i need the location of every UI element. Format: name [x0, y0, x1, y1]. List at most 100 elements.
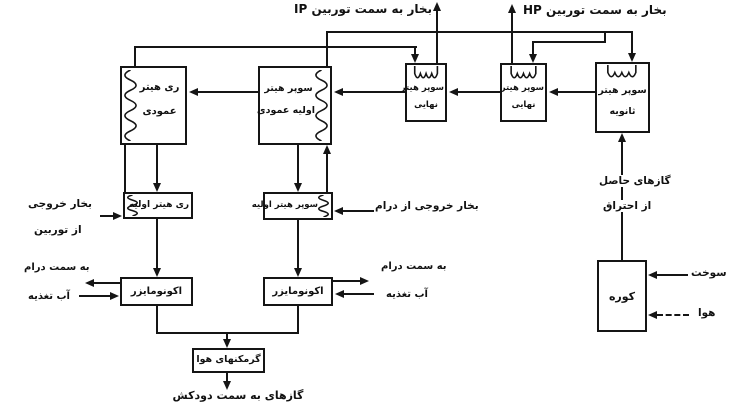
box-air-heaters: گرمکنهای هوا: [192, 348, 265, 373]
gas-flow-line: [458, 91, 500, 93]
box-label: سوپر هیتر اولیه: [251, 200, 318, 210]
arrowhead-up: [433, 2, 441, 11]
gas-flow-line: [156, 306, 158, 334]
outlet-line: [94, 282, 120, 284]
box-final-superheater-1: سوپر هیتر نهایی: [400, 63, 447, 122]
outlet-line: [333, 280, 361, 282]
inlet-line: [100, 215, 114, 217]
arrowhead-right: [110, 292, 119, 300]
box-primary-vertical-superheater: سوپر هیتر اولیه عمودی: [256, 66, 332, 145]
gas-flow-line: [198, 91, 258, 93]
gas-flow-line: [156, 145, 158, 184]
box-primary-reheater: ری هیتر اولیه: [123, 192, 193, 219]
fuel-line: [657, 274, 688, 276]
arrowhead-down: [294, 183, 302, 192]
arrowhead-left: [189, 88, 198, 96]
steam-to-ip-turbine-label: بخار به سمت توربین IP: [294, 2, 433, 16]
inlet-line: [344, 293, 374, 295]
box-furnace: کوره: [597, 260, 647, 332]
to-drum-label: به سمت درام: [24, 262, 90, 273]
flow-line: [604, 31, 606, 43]
gas-flow-line: [297, 306, 299, 334]
box-final-superheater-2: سوپر هیتر نهایی: [500, 63, 547, 122]
gas-flow-line: [297, 220, 299, 269]
flow-line: [326, 32, 328, 66]
heating-coil-icon: [315, 70, 328, 141]
box-economizer-left: اکونومایزر: [120, 277, 193, 306]
heating-coil-icon: [410, 66, 444, 81]
arrowhead-right: [360, 277, 369, 285]
heating-coil-icon: [127, 195, 138, 216]
inlet-line: [343, 210, 374, 212]
flow-line: [134, 47, 136, 67]
feedwater-label: آب تغذیه: [28, 291, 70, 302]
box-label: اکونومایزر: [272, 286, 324, 297]
arrowhead-left: [335, 290, 344, 298]
steam-line: [124, 145, 126, 192]
box-label: ری هیتر اولیه: [128, 200, 189, 210]
flow-line: [326, 31, 633, 33]
arrowhead-down: [411, 54, 419, 63]
steam-line: [326, 153, 328, 192]
flow-line: [414, 46, 416, 55]
arrowhead-left: [648, 311, 657, 319]
arrowhead-down: [529, 54, 537, 63]
turbine-exhaust-steam-label: از توربین: [34, 224, 82, 236]
combustion-gases-label: گازهای حاصل: [597, 175, 673, 187]
gas-flow-line: [226, 373, 228, 382]
arrowhead-left: [549, 88, 558, 96]
box-secondary-superheater: سوپر هیتر ثانویه: [595, 62, 650, 133]
arrowhead-up: [508, 4, 516, 13]
arrowhead-left: [334, 88, 343, 96]
feedwater-label: آب تغذیه: [386, 289, 428, 300]
arrowhead-down: [628, 53, 636, 62]
arrowhead-down: [153, 183, 161, 192]
box-reheater-vertical: ری هیتر عمودی: [120, 66, 187, 145]
arrowhead-right: [113, 212, 122, 220]
ip-steam-riser: [436, 10, 438, 63]
flow-line: [532, 41, 534, 55]
box-label: سوپر هیتر اولیه عمودی: [256, 83, 315, 116]
drum-outlet-steam-label: بخار خروجی از درام: [375, 200, 479, 212]
gas-flow-line: [558, 91, 595, 93]
arrowhead-left: [85, 279, 94, 287]
heating-coil-icon: [602, 65, 644, 80]
box-economizer-right: اکونومایزر: [263, 277, 333, 306]
turbine-exhaust-steam-label: بخار خروجی: [28, 198, 92, 210]
box-label: سوپر هیتر ثانویه: [598, 85, 647, 117]
gas-flow-line: [297, 145, 299, 184]
box-label: گرمکنهای هوا: [196, 354, 261, 365]
box-label: سوپر هیتر نهایی: [500, 83, 544, 110]
inlet-line: [79, 295, 111, 297]
flow-line: [532, 41, 606, 43]
fuel-label: سوخت: [691, 267, 727, 279]
steam-to-hp-turbine-label: بخار به سمت توربین HP: [523, 3, 667, 17]
air-line-dashed: [657, 314, 689, 316]
flow-line: [631, 31, 633, 54]
box-primary-superheater: سوپر هیتر اولیه: [251, 192, 333, 220]
heating-coil-icon: [506, 66, 543, 81]
arrowhead-left: [449, 88, 458, 96]
box-label: اکونومایزر: [130, 286, 183, 297]
box-label: سوپر هیتر نهایی: [400, 83, 444, 110]
gas-flow-line: [343, 91, 405, 93]
arrowhead-left: [334, 207, 343, 215]
gas-flow-line: [226, 332, 228, 340]
arrowhead-up: [323, 145, 331, 154]
arrowhead-down: [153, 268, 161, 277]
box-label: ری هیتر عمودی: [139, 82, 180, 117]
air-label: هوا: [698, 307, 716, 319]
box-label: کوره: [608, 290, 636, 303]
arrowhead-left: [648, 271, 657, 279]
flow-line: [134, 46, 417, 48]
hp-steam-riser: [511, 12, 513, 63]
combustion-gases-label: از احتراق: [601, 200, 654, 212]
heating-coil-icon: [124, 70, 137, 141]
arrowhead-down: [294, 268, 302, 277]
arrowhead-down: [223, 381, 231, 390]
to-drum-label: به سمت درام: [381, 261, 447, 272]
heating-coil-icon: [318, 195, 329, 217]
gases-to-chimney-label: گازهای به سمت دودکش: [172, 389, 304, 402]
arrowhead-down: [223, 339, 231, 348]
